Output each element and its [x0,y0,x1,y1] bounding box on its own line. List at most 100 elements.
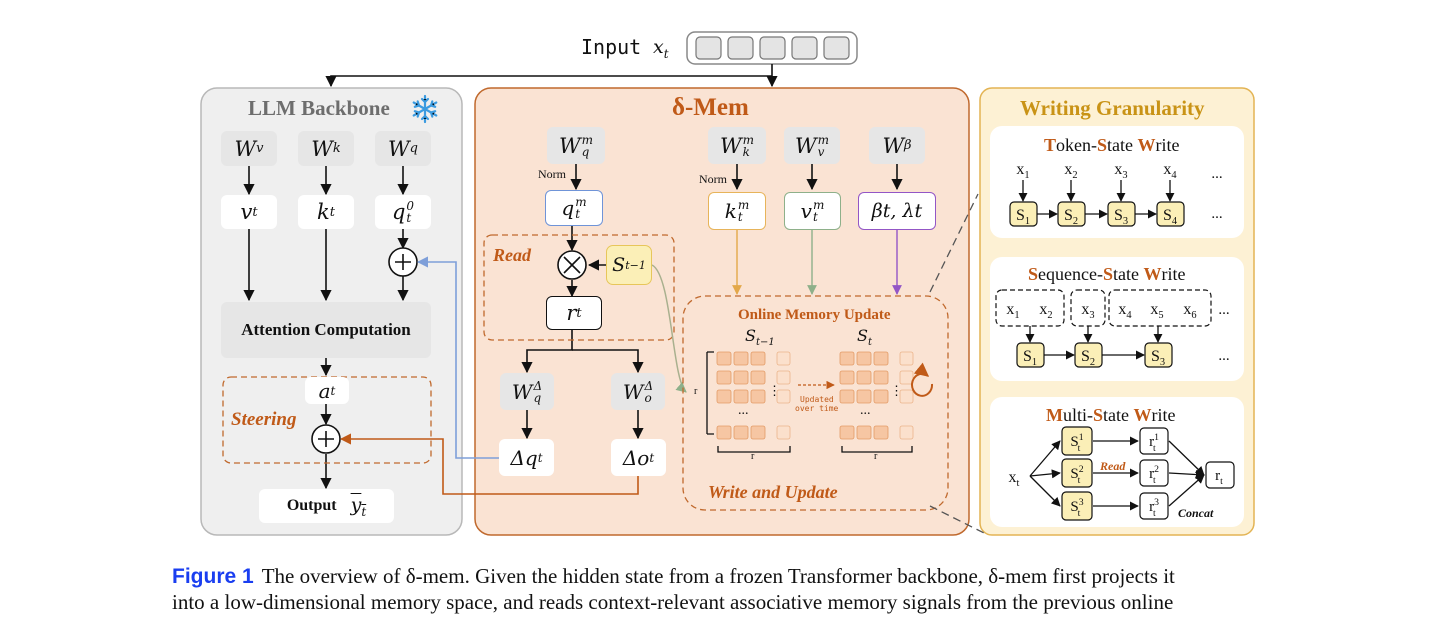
multi-read-node [1139,492,1169,520]
norm-label-q: Norm [538,167,566,181]
matrix-cell [899,389,914,404]
sequence-state-ellipsis: ... [1218,348,1229,364]
backbone-title: LLM Backbone [248,96,390,120]
matrix-cell [733,351,749,366]
sequence-state-label: S3 [1151,348,1165,368]
input-token [695,36,722,60]
matrix-cell [716,351,732,366]
matrix-cell [856,370,872,385]
matrix-cell [899,370,914,385]
matrix-cell [776,351,791,366]
recurrent-update-icon [911,362,934,397]
matrix-cell [733,425,749,440]
steering-label: Steering [231,409,297,430]
token-input-3: x3 [1114,161,1127,181]
sequence-input: x4 [1118,301,1132,321]
figure-caption-line-2: into a low-dimensional memory space, and… [172,590,1174,614]
matrix-cell [873,351,889,366]
matrix-cell [716,370,732,385]
matrix-cell [856,389,872,404]
matrix-prev-col-dim-label: r [751,451,755,462]
beta-lambda-box: βt, λt [858,192,936,230]
state-matrix-prev [716,351,791,440]
sequence-chunk [995,289,1065,327]
granularity-title: Writing Granularity [1020,96,1205,120]
multi-read-label-text: Read [1099,459,1126,473]
multi-state-node [1061,458,1093,488]
multi-read-node [1139,427,1169,455]
token-input-1: x1 [1016,161,1029,181]
state-current-label: St [857,326,872,349]
matrix-row-dim-label: r [694,386,698,397]
matrix-cell [733,389,749,404]
multi-concat-label: Concat [1178,506,1214,520]
sequence-input: x2 [1039,301,1052,321]
figure-label: Figure 1 [172,565,254,588]
token-input-2: x2 [1064,161,1077,181]
online-update-title: Online Memory Update [738,307,891,323]
matrix-cell [750,370,766,385]
matrix-cell [733,370,749,385]
matrix-prev-vdots: ⋮ [768,383,781,398]
matrix-cell [750,389,766,404]
matrix-cell [873,389,889,404]
mem-title: δ-Mem [672,94,749,121]
sequence-state-title: Sequence-State Write [1028,264,1186,284]
matrix-cell [776,425,791,440]
snowflake-icon [412,94,438,124]
write-update-label: Write and Update [708,482,838,502]
sequence-state-card [990,257,1244,381]
matrix-cell [839,370,855,385]
input-symbol: xt [653,36,669,61]
multi-state-node [1061,491,1093,521]
input-label: Input [581,35,642,59]
sequence-chunk [1108,289,1212,327]
matrix-cell [750,351,766,366]
updated-label-1: Updated [800,395,834,404]
delta-q-arrow [416,256,499,459]
matrix-current-col-dim-label: r [874,451,878,462]
attention-computation-box: Attention Computation [221,302,431,358]
token-state-diagram: x1S1x2S2x3S3x4S4...... [1009,161,1223,227]
input-token [727,36,754,60]
matrix-cell [899,351,914,366]
matrix-cell [856,351,872,366]
multi-read-node [1139,459,1169,487]
read-label: Read [493,245,531,265]
matrix-current-ellipsis: ... [860,403,871,418]
matrix-cell [873,425,889,440]
matrix-cell [873,370,889,385]
matrix-cell [750,425,766,440]
matrix-cell [716,425,732,440]
matrix-cell [776,370,791,385]
s-prev-to-update-arrow [651,264,687,393]
matrix-cell [839,389,855,404]
matrix-cell [839,351,855,366]
read-region [483,234,675,341]
sequence-state-label: S1 [1023,348,1037,368]
multi-output-label: rt [1215,468,1223,487]
state-prev-label: St−1 [745,326,775,349]
token-state-label: S3 [1114,207,1128,227]
matrix-cell [776,389,791,404]
